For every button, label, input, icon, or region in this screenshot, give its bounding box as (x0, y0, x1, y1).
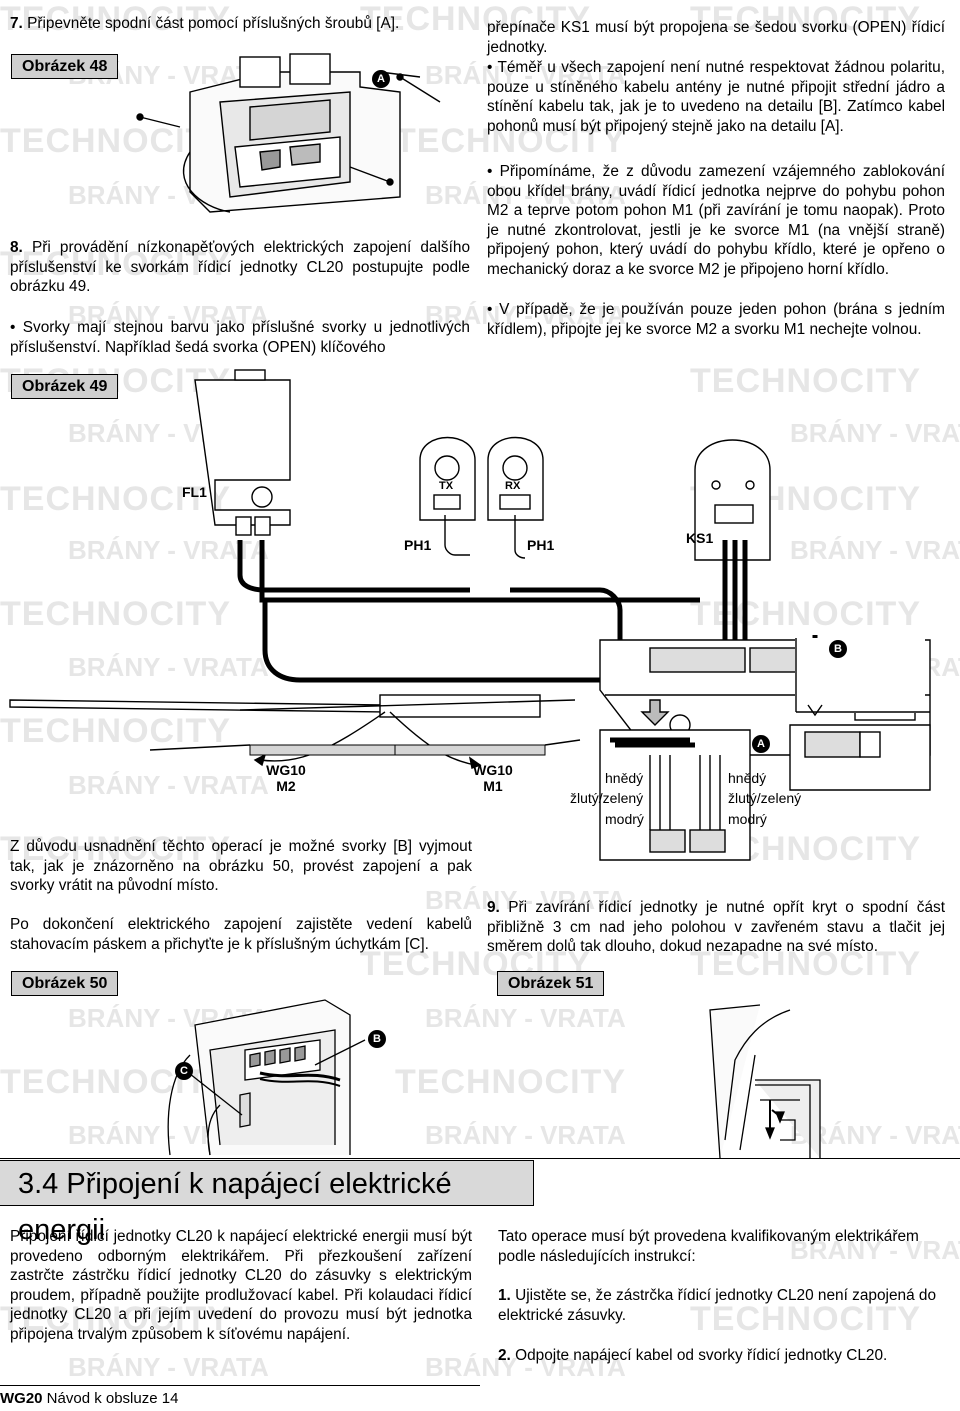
figure-51-drawing (709, 1004, 821, 1159)
step-7-text: Připevněte spodní část pomocí příslušnýc… (27, 15, 400, 32)
label-wg10-m1: WG10 M1 (473, 762, 513, 794)
label-wg10-m2-model: WG10 (266, 762, 306, 778)
section-step-1-number: 1. (498, 1287, 511, 1304)
label-wg10-m1-motor: M1 (483, 778, 503, 794)
section-step-2-text: Odpojte napájecí kabel od svorky řídicí … (515, 1347, 888, 1364)
footer-rule (0, 1385, 480, 1386)
paragraph-svorky-b: Z důvodu usnadnění těchto operací je mož… (10, 838, 472, 894)
page-footer: WG20 Návod k obsluze 14 (0, 1390, 178, 1407)
figure-48-marker-a: A (372, 70, 390, 88)
label-ks1: KS1 (686, 530, 714, 546)
paragraph-vedeni-kabelu: Po dokončení elektrického zapojení zajis… (10, 916, 472, 953)
figure-50-drawing (167, 999, 366, 1156)
bullet-pripade: • V případě, že je používán pouze jeden … (487, 301, 945, 338)
watermark-brany-vrata: BRÁNY - VRATA (425, 1003, 626, 1033)
wire-blue-left: modrý (605, 811, 644, 827)
label-tx: TX (439, 480, 454, 492)
wire-yellow-green-left: žlutý/zelený (570, 790, 644, 806)
footer-text: Návod k obsluze 14 (42, 1390, 179, 1407)
figure-48-label: Obrázek 48 (11, 54, 119, 79)
section-divider (0, 1158, 960, 1159)
marker-a: A (752, 735, 770, 753)
step-9-number: 9. (487, 899, 500, 916)
step-9: 9. Při zavírání řídicí jednotky je nutné… (487, 898, 945, 957)
figure-50-label: Obrázek 50 (11, 971, 119, 996)
watermark-technocity: TECHNOCITY (395, 1063, 626, 1101)
section-step-2-number: 2. (498, 1347, 511, 1364)
label-fl1: FL1 (182, 484, 207, 500)
step-9-text: Při zavírání řídicí jednotky je nutné op… (487, 899, 945, 955)
bullet-svorky: • Svorky mají stejnou barvu jako přísluš… (10, 319, 470, 356)
section-step-1: 1. Ujistěte se, že zástrčka řídicí jedno… (498, 1286, 953, 1325)
marker-b: B (829, 640, 847, 658)
step-8: 8. Při provádění nízkonapěťových elektri… (10, 238, 470, 297)
section-step-1-text: Ujistěte se, že zástrčka řídicí jednotky… (498, 1287, 937, 1324)
label-wg10-m2-motor: M2 (276, 778, 296, 794)
section-step-2: 2. Odpojte napájecí kabel od svorky řídi… (498, 1346, 953, 1366)
label-wg10-m1-model: WG10 (473, 762, 513, 778)
label-rx: RX (505, 480, 521, 492)
label-ph1-right: PH1 (527, 537, 555, 553)
figure-50-marker-b: B (368, 1030, 386, 1048)
watermark-brany-vrata: BRÁNY - VRATA (425, 1120, 626, 1150)
figure-49-wiring-diagram (9, 369, 931, 861)
step-8-number: 8. (10, 239, 23, 256)
watermark-brany-vrata: BRÁNY - VRATA (68, 1352, 269, 1382)
right-continuation: přepínače KS1 musí být propojena se šedo… (487, 19, 945, 56)
figure-49-label: Obrázek 49 (11, 374, 119, 399)
wire-brown-left: hnědý (605, 770, 644, 786)
step-7-number: 7. (10, 15, 23, 32)
section-3-4-title: 3.4 Připojení k napájecí elektrické ener… (0, 1160, 534, 1246)
footer-model: WG20 (0, 1390, 43, 1407)
figure-50-marker-c: C (175, 1062, 193, 1080)
figure-51-label: Obrázek 51 (497, 971, 605, 996)
label-ph1-left: PH1 (404, 537, 432, 553)
step-8-text: Při provádění nízkonapěťových elektrický… (10, 239, 471, 295)
wire-blue-right: modrý (728, 811, 767, 827)
step-7: 7. Připevněte spodní část pomocí přísluš… (10, 14, 470, 34)
section-right-intro: Tato operace musí být provedena kvalifik… (498, 1228, 919, 1265)
bullet-antena: • Téměř u všech zapojení není nutné resp… (487, 59, 945, 135)
label-wg10-m2: WG10 M2 (266, 762, 306, 794)
section-left-paragraph: Připojení řídicí jednotky CL20 k napájec… (10, 1228, 472, 1343)
wire-brown-right: hnědý (728, 770, 767, 786)
figure-48-drawing (136, 53, 441, 213)
bullet-pripominame: • Připomínáme, že z důvodu zamezení vzáj… (487, 163, 945, 278)
wire-yellow-green-right: žlutý/zelený (728, 790, 802, 806)
